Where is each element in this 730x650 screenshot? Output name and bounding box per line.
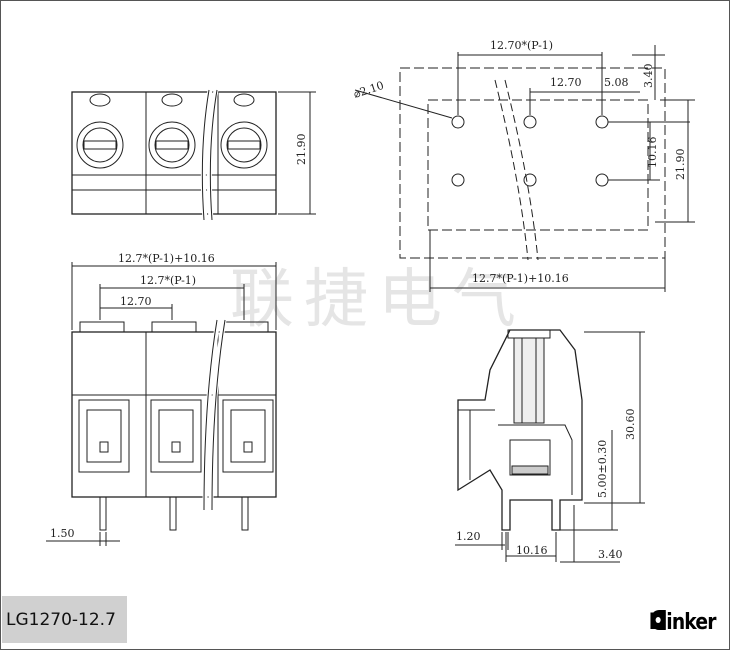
section-height-dim: 30.60	[624, 409, 637, 441]
pcb-top-offset-dim: 3.40	[642, 64, 655, 89]
pcb-row-spacing-dim: 10.16	[646, 137, 659, 169]
pin-width-dim: 1.50	[50, 527, 75, 540]
pcb-height-dim: 21.90	[674, 149, 687, 181]
front-view	[71, 89, 316, 221]
pcb-pitch-total-dim: 12.70*(P-1)	[490, 39, 553, 52]
wire-entry	[78, 399, 274, 473]
side-view	[46, 262, 277, 546]
section-view	[455, 329, 645, 563]
screw-3	[220, 121, 268, 169]
rear-offset-dim: 3.40	[598, 548, 623, 561]
screw-1	[76, 121, 124, 169]
side-width-total-dim: 12.7*(P-1)+10.16	[118, 252, 215, 265]
pcb-offset-dim: 5.08	[604, 76, 629, 89]
screw-2	[148, 121, 196, 169]
pcb-width-total-dim: 12.7*(P-1)+10.16	[472, 272, 569, 285]
front-height-dim: 21.90	[295, 134, 308, 166]
watermark: 联捷电气	[230, 263, 526, 337]
brand-mark-icon	[650, 610, 667, 630]
pin-spacing-dim: 10.16	[516, 544, 548, 557]
pin-length-dim: 5.00±0.30	[596, 440, 609, 498]
side-pitch-dim: 12.70	[120, 295, 152, 308]
side-pitch-total-dim: 12.7*(P-1)	[140, 274, 196, 287]
brand-logo: Elinker	[649, 610, 717, 635]
pin-thickness-dim: 1.20	[456, 530, 481, 543]
pcb-pitch-dim: 12.70	[550, 76, 582, 89]
part-number-label: LG1270-12.7	[2, 596, 127, 643]
pcb-layout	[354, 45, 695, 292]
